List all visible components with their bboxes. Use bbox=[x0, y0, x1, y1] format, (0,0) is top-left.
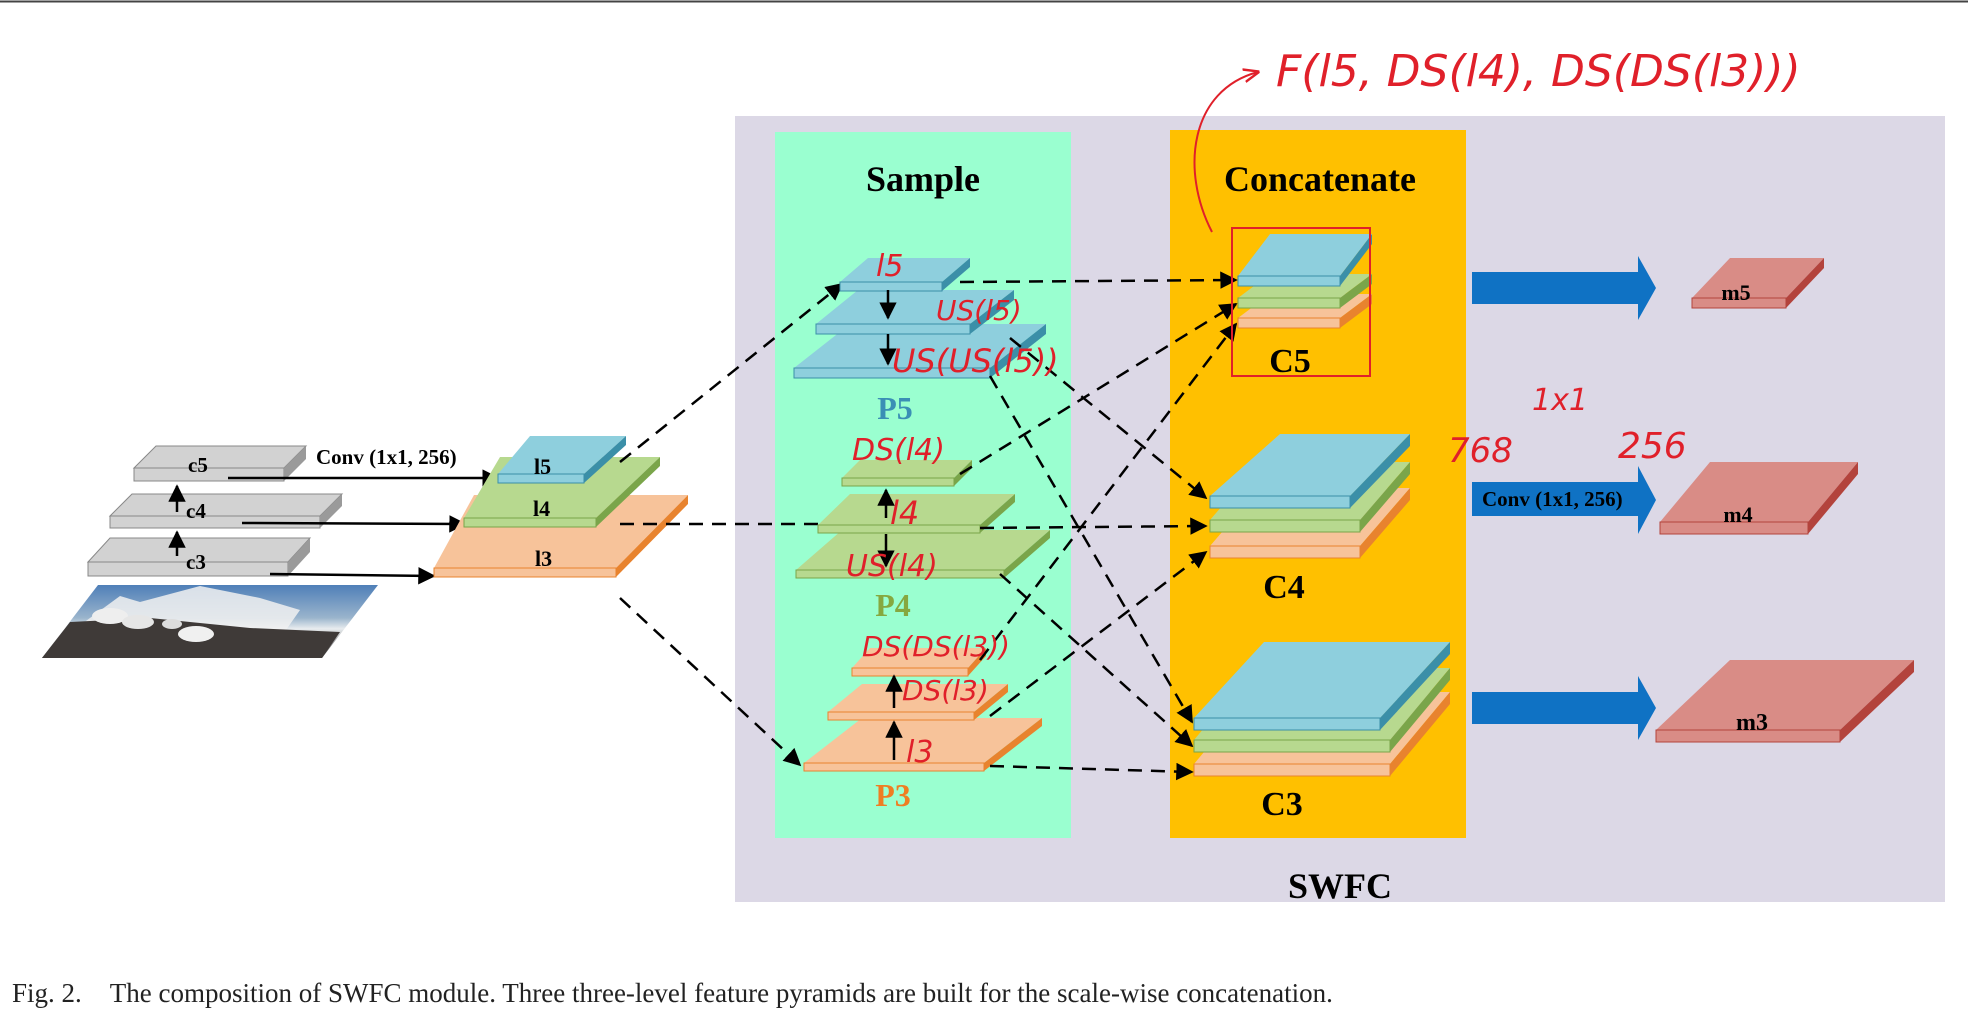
module-name-label: SWFC bbox=[1288, 866, 1392, 906]
lateral-pyramid: l3 l4 l5 bbox=[433, 436, 688, 578]
c5-label: c5 bbox=[188, 453, 208, 477]
c3-label: c3 bbox=[186, 550, 206, 574]
output-m5: m5 bbox=[1691, 258, 1824, 309]
arrow-c4-l4 bbox=[241, 515, 467, 533]
conv-output-label: Conv (1x1, 256) bbox=[1482, 487, 1623, 511]
backbone-pyramid: c3 c4 c5 bbox=[86, 445, 344, 577]
annotation-in-channels: 768 bbox=[1448, 431, 1513, 471]
output-m3: m3 bbox=[1655, 660, 1914, 743]
annotation-formula: F(l5, DS(l4), DS(DS(l3))) bbox=[1276, 46, 1801, 97]
c5-out-label: C5 bbox=[1269, 343, 1311, 380]
l4-label: l4 bbox=[533, 496, 550, 521]
annotation-l3: l3 bbox=[906, 735, 933, 770]
c3-stack: C3 bbox=[1193, 642, 1450, 823]
annotation-ds-l4: DS(l4) bbox=[852, 433, 945, 468]
annotation-l4: l4 bbox=[890, 494, 919, 532]
annotation-ds-ds-l3: DS(DS(l3)) bbox=[862, 630, 1010, 663]
p4-label: P4 bbox=[875, 587, 911, 623]
m5-label: m5 bbox=[1721, 280, 1750, 305]
sample-title: Sample bbox=[866, 159, 980, 199]
c4-out-label: C4 bbox=[1263, 569, 1305, 606]
annotation-us-l4: US(l4) bbox=[846, 549, 938, 584]
figure-caption: Fig. 2. The composition of SWFC module. T… bbox=[12, 978, 1952, 1009]
sample-to-concat-arrows bbox=[959, 271, 1238, 781]
l5-label: l5 bbox=[534, 454, 551, 479]
annotation-ds-l3: DS(l3) bbox=[902, 674, 989, 707]
input-image bbox=[42, 585, 378, 658]
figure-number: Fig. 2. bbox=[12, 978, 82, 1008]
annotation-out-channels: 256 bbox=[1618, 426, 1687, 467]
output-m4: m4 bbox=[1659, 462, 1858, 535]
p3-label: P3 bbox=[875, 777, 911, 813]
output-arrows bbox=[1472, 256, 1656, 740]
c3-out-label: C3 bbox=[1261, 786, 1303, 823]
conv-top-label: Conv (1x1, 256) bbox=[316, 445, 457, 469]
output-arrow-m5 bbox=[1472, 256, 1656, 320]
lateral-to-sample-arrows bbox=[619, 282, 844, 767]
m3-label: m3 bbox=[1736, 710, 1768, 736]
annotation-pointer bbox=[1193, 72, 1258, 233]
p4-pyramid: P4 bbox=[795, 460, 1050, 623]
output-arrow-m3 bbox=[1472, 676, 1656, 740]
annotation-us-us-l5: US(US(l5)) bbox=[892, 342, 1059, 380]
concatenate-title: Concatenate bbox=[1224, 159, 1416, 199]
c5-highlight-box bbox=[1231, 227, 1371, 377]
c5-stack: C5 bbox=[1237, 234, 1372, 380]
p5-label: P5 bbox=[877, 390, 913, 426]
l3-label: l3 bbox=[535, 546, 552, 571]
m4-label: m4 bbox=[1723, 502, 1752, 527]
c4-label: c4 bbox=[186, 499, 206, 523]
handwritten-annotations: F(l5, DS(l4), DS(DS(l3))) l5 US(l5) US(U… bbox=[846, 46, 1801, 770]
c4-stack: C4 bbox=[1209, 434, 1410, 606]
output-arrow-m4 bbox=[1472, 466, 1656, 534]
p5-pyramid: P5 bbox=[793, 258, 1046, 426]
annotation-l5: l5 bbox=[876, 249, 903, 284]
caption-text: The composition of SWFC module. Three th… bbox=[109, 978, 1333, 1008]
p3-pyramid: P3 bbox=[803, 648, 1042, 813]
arrow-c3-l3 bbox=[269, 567, 436, 585]
annotation-kernel: 1x1 bbox=[1532, 383, 1588, 418]
annotation-us-l5: US(l5) bbox=[936, 294, 1022, 327]
